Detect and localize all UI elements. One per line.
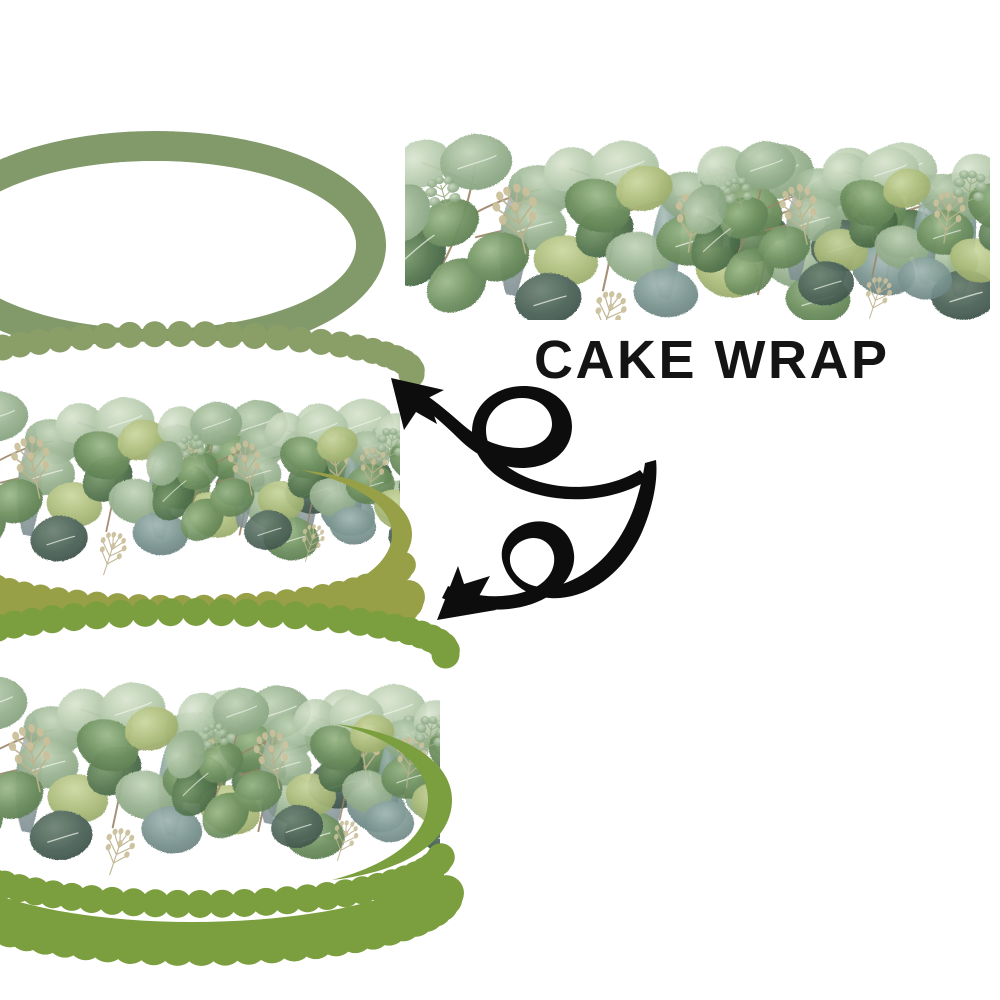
eucalyptus-border-strip <box>369 129 1000 344</box>
curly-arrow-lower <box>437 460 657 620</box>
curly-arrow-upper <box>391 378 648 500</box>
page-title: CAKE WRAP <box>534 330 890 390</box>
cake-tier-bottom <box>0 598 464 966</box>
scalloped-oval-ring <box>0 131 386 359</box>
